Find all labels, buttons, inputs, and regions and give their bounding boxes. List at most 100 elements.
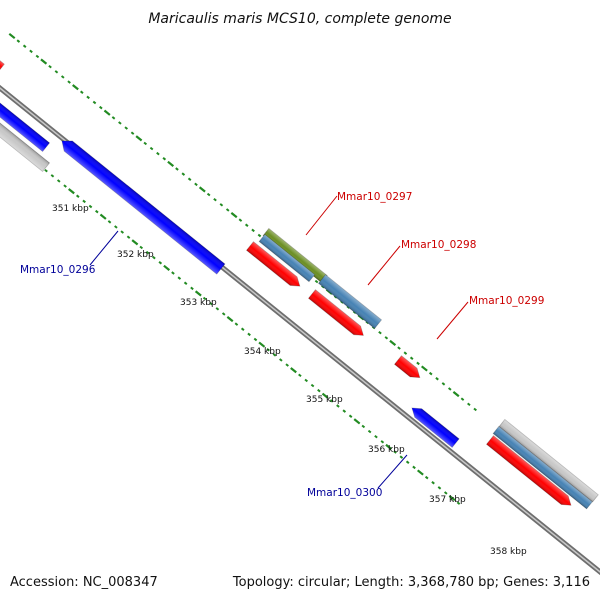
minor-tick (181, 172, 186, 176)
minor-tick (393, 450, 397, 454)
map-title: Maricaulis maris MCS10, complete genome (148, 11, 451, 27)
minor-tick (431, 481, 435, 485)
minor-tick (428, 371, 433, 376)
minor-tick (111, 116, 116, 120)
gray-feature[interactable] (0, 118, 51, 173)
reverse-cds-feature[interactable] (0, 98, 51, 153)
minor-tick (380, 440, 385, 444)
minor-tick (190, 286, 194, 291)
forward-cds-feature[interactable] (307, 289, 367, 340)
minor-tick (240, 327, 245, 331)
minor-tick (79, 90, 84, 94)
genome-backbone (0, 84, 600, 576)
minor-tick (183, 281, 188, 285)
minor-tick (35, 54, 40, 59)
minor-tick (219, 203, 224, 207)
minor-tick (234, 322, 239, 326)
gene-label-mmar10-0300[interactable]: Mmar10_0300 (307, 487, 382, 499)
minor-tick (202, 296, 207, 301)
minor-tick (399, 455, 404, 459)
minor-tick (149, 146, 154, 151)
major-tick (198, 186, 206, 193)
minor-tick (405, 460, 410, 464)
major-tick (452, 391, 460, 398)
major-tick (167, 160, 175, 167)
minor-tick (158, 261, 163, 265)
minor-tick (162, 157, 167, 161)
gray-feature[interactable] (498, 418, 599, 503)
minor-tick (409, 356, 414, 360)
gene-label-mmar10-0299[interactable]: Mmar10_0299 (469, 295, 544, 307)
minor-tick (441, 382, 446, 386)
minor-tick (67, 80, 71, 84)
gene-label-mmar10-0298[interactable]: Mmar10_0298 (401, 239, 476, 251)
minor-tick (156, 151, 160, 156)
major-tick (230, 211, 238, 219)
forward-cds-feature[interactable] (393, 355, 424, 382)
minor-tick (56, 179, 61, 183)
minor-tick (177, 276, 182, 280)
major-tick (99, 213, 107, 220)
minor-tick (397, 346, 401, 350)
minor-tick (44, 168, 48, 173)
major-tick (103, 109, 111, 116)
major-tick (68, 188, 75, 195)
minor-tick (99, 105, 103, 110)
minor-tick (314, 279, 319, 284)
gene-label-mmar10-0296[interactable]: Mmar10_0296 (20, 264, 96, 276)
minor-tick (435, 377, 439, 381)
minor-tick (63, 184, 67, 188)
tick-label: 355 kbp (306, 395, 343, 405)
major-tick (353, 418, 361, 425)
minor-tick (54, 70, 59, 74)
accession-text: Accession: NC_008347 (10, 575, 158, 590)
major-tick (258, 341, 266, 348)
minor-tick (175, 167, 179, 171)
minor-tick (298, 373, 302, 378)
minor-tick (460, 397, 465, 401)
minor-tick (225, 208, 230, 212)
minor-tick (187, 177, 192, 181)
minor-tick (82, 199, 86, 204)
minor-tick (206, 192, 211, 197)
minor-tick (443, 491, 448, 495)
minor-tick (16, 39, 21, 43)
major-tick (290, 367, 297, 374)
minor-tick (114, 225, 118, 229)
minor-tick (384, 336, 389, 340)
minor-tick (251, 228, 255, 233)
label-leaders (89, 195, 469, 489)
minor-tick (143, 141, 148, 146)
tick-label: 356 kbp (368, 445, 405, 455)
major-tick (40, 58, 48, 65)
gene-label-mmar10-0297[interactable]: Mmar10_0297 (337, 191, 412, 203)
minor-tick (285, 363, 289, 367)
forward-cds-feature[interactable] (485, 435, 575, 510)
minor-tick (92, 100, 97, 105)
minor-tick (416, 361, 420, 366)
forward-cds-feature[interactable] (245, 241, 304, 291)
genome-summary-text: Topology: circular; Length: 3,368,780 bp… (232, 575, 590, 590)
forward-feature[interactable] (258, 233, 316, 283)
reverse-cds-feature[interactable] (409, 404, 460, 448)
feature-track (0, 57, 599, 510)
forward-feature[interactable] (492, 425, 593, 510)
tick-label: 352 kbp (117, 250, 154, 260)
minor-tick (329, 399, 334, 403)
reverse-cds-feature[interactable] (58, 136, 226, 275)
minor-tick (412, 465, 416, 470)
rna-feature[interactable] (262, 227, 328, 284)
minor-tick (266, 348, 270, 352)
tick-label: 358 kbp (490, 547, 527, 557)
minor-tick (336, 404, 340, 408)
minor-tick (209, 301, 213, 306)
minor-tick (171, 271, 175, 275)
outer-tick-ring (8, 32, 477, 412)
minor-tick (279, 358, 283, 362)
forward-feature[interactable] (317, 274, 383, 330)
minor-tick (75, 194, 80, 198)
minor-tick (215, 307, 220, 311)
minor-tick (244, 223, 249, 227)
major-tick (72, 84, 79, 91)
forward-cds-feature[interactable] (0, 57, 5, 71)
